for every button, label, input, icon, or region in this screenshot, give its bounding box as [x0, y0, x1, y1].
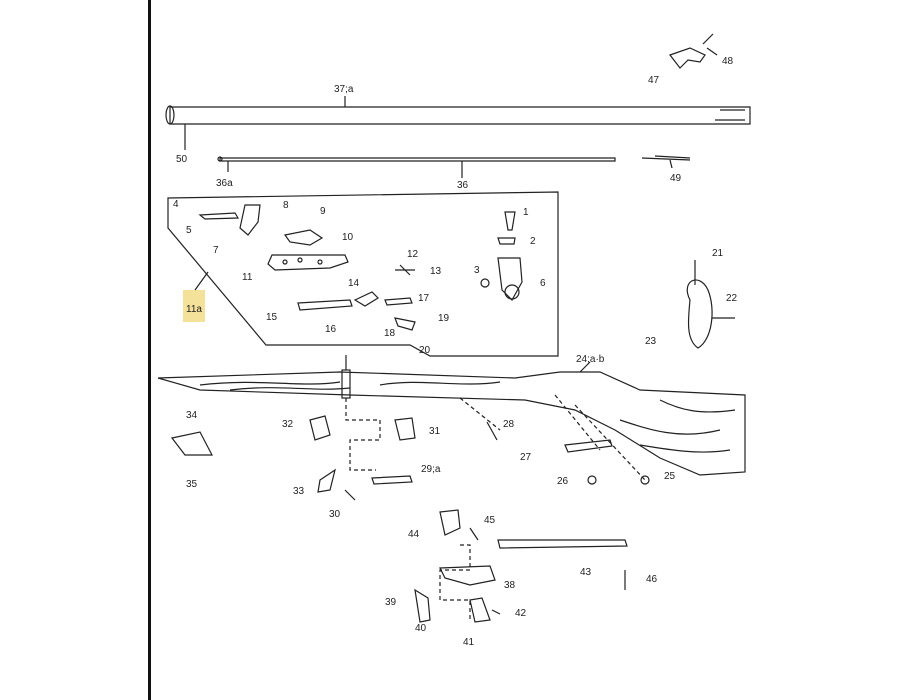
lock-inset-box	[167, 191, 559, 357]
label-44: 44	[408, 529, 420, 540]
stock	[157, 355, 746, 476]
label-50: 50	[176, 154, 188, 165]
label-9: 9	[320, 206, 326, 217]
label-7: 7	[213, 245, 219, 256]
label-31: 31	[429, 426, 441, 437]
label-27: 27	[520, 452, 532, 463]
label-36a: 36a	[216, 178, 233, 189]
highlight-11a	[183, 290, 205, 322]
label-38: 38	[504, 580, 516, 591]
label-41: 41	[463, 637, 475, 648]
label-5: 5	[186, 225, 192, 236]
label-39: 39	[385, 597, 397, 608]
label-40: 40	[415, 623, 427, 634]
guide-lines	[345, 394, 646, 620]
label-6: 6	[540, 278, 546, 289]
label-30: 30	[329, 509, 341, 520]
label-11a: 11a	[186, 304, 202, 315]
label-35: 35	[186, 479, 198, 490]
leader-11a	[194, 271, 209, 291]
label-29a: 29;a	[421, 464, 441, 475]
label-15: 15	[266, 312, 278, 323]
ramrod	[217, 156, 616, 178]
label-12: 12	[407, 249, 419, 260]
label-36: 36	[457, 180, 469, 191]
label-11: 11	[242, 272, 253, 283]
lower-parts	[170, 415, 650, 623]
label-16: 16	[325, 324, 337, 335]
label-42: 42	[515, 608, 527, 619]
label-22: 22	[726, 293, 738, 304]
wiper-rod	[641, 155, 691, 169]
label-14: 14	[348, 278, 360, 289]
label-48: 48	[722, 56, 734, 67]
label-4: 4	[173, 199, 179, 210]
label-1: 1	[523, 207, 529, 218]
label-8: 8	[283, 200, 289, 211]
frame-border-line	[148, 0, 151, 700]
label-13: 13	[430, 266, 442, 277]
sling-swivel-47	[669, 33, 718, 69]
label-46: 46	[646, 574, 658, 585]
barrel	[165, 96, 751, 150]
label-32: 32	[282, 419, 294, 430]
label-47: 47	[648, 75, 660, 86]
label-34: 34	[186, 410, 198, 421]
label-33: 33	[293, 486, 305, 497]
label-20: 20	[419, 345, 431, 356]
label-18: 18	[384, 328, 396, 339]
lock-parts	[198, 204, 523, 331]
label-26: 26	[557, 476, 569, 487]
label-21: 21	[712, 248, 724, 259]
label-45: 45	[484, 515, 496, 526]
label-2: 2	[530, 236, 536, 247]
label-25: 25	[664, 471, 676, 482]
label-49: 49	[670, 173, 682, 184]
label-24ab: 24;a·b	[576, 354, 605, 365]
label-23: 23	[645, 336, 657, 347]
label-3: 3	[474, 265, 480, 276]
label-10: 10	[342, 232, 354, 243]
label-17: 17	[418, 293, 430, 304]
label-28: 28	[503, 419, 515, 430]
label-43: 43	[580, 567, 592, 578]
label-19: 19	[438, 313, 450, 324]
lock-plate-23	[686, 260, 735, 349]
label-37a: 37;a	[334, 84, 354, 95]
